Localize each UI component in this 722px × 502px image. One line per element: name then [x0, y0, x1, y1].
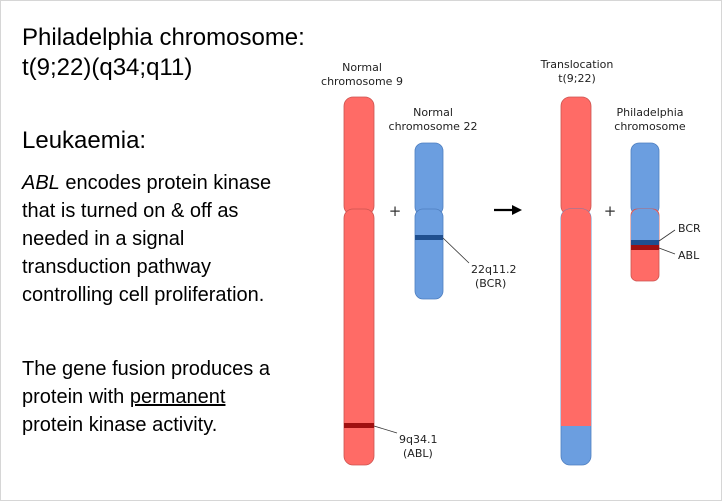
ph-label-line1: Philadelphia — [616, 106, 683, 119]
plus-sign-2: + — [604, 202, 617, 220]
paragraph-fusion-a: The gene fusion produces a protein with — [22, 358, 270, 408]
chr9-label-line1: Normal — [342, 61, 382, 74]
chr9-abl-band — [344, 423, 374, 428]
der9-long-arm — [561, 209, 591, 426]
chr9-short-arm — [343, 96, 375, 216]
chr9-band-pointer — [373, 425, 398, 434]
bcr-label: BCR — [678, 222, 701, 235]
chr22-label-line1: Normal — [413, 106, 453, 119]
chr22-band-pointer — [442, 237, 470, 264]
paragraph-fusion: The gene fusion produces a protein with … — [22, 355, 287, 439]
trans-label-line2: t(9;22) — [558, 72, 596, 85]
paragraph-abl-text: encodes protein kinase that is turned on… — [22, 172, 272, 306]
chr22-long-arm — [414, 208, 444, 300]
trans-label-line1: Translocation — [540, 58, 614, 71]
chr22-band-label-line2: (BCR) — [475, 277, 506, 290]
paragraph-fusion-b: protein kinase activity. — [22, 414, 218, 436]
ph-short-arm — [630, 142, 660, 216]
chr9-band-label-line1: 9q34.1 — [399, 433, 437, 446]
ph-long-arm-blue — [631, 209, 659, 245]
abl-gene-name: ABL — [22, 172, 60, 194]
ph-abl-band — [631, 245, 659, 250]
title-line-1: Philadelphia chromosome: — [22, 24, 305, 51]
chr9-long-arm — [343, 208, 375, 466]
chr9-label-line2: chromosome 9 — [321, 75, 403, 88]
paragraph-abl: ABL encodes protein kinase that is turne… — [22, 169, 287, 309]
der9-short-arm — [560, 96, 592, 216]
chr22-short-arm — [414, 142, 444, 216]
chr9-band-label-line2: (ABL) — [403, 447, 433, 460]
chr22-band-label-line1: 22q11.2 — [471, 263, 516, 276]
arrow-icon — [512, 205, 522, 215]
slide-title: Philadelphia chromosome: t(9;22)(q34;q11… — [22, 23, 305, 83]
plus-sign-1: + — [389, 202, 402, 220]
chr22-bcr-band — [415, 235, 443, 240]
chr22-label-line2: chromosome 22 — [389, 120, 478, 133]
abl-pointer — [658, 247, 676, 255]
abl-label: ABL — [678, 249, 700, 262]
ph-bcr-band — [631, 240, 659, 245]
section-heading: Leukaemia: — [22, 127, 147, 154]
bcr-pointer — [658, 229, 676, 242]
title-line-2: t(9;22)(q34;q11) — [22, 54, 193, 81]
ph-label-line2: chromosome — [614, 120, 686, 133]
permanent-word: permanent — [129, 386, 226, 408]
